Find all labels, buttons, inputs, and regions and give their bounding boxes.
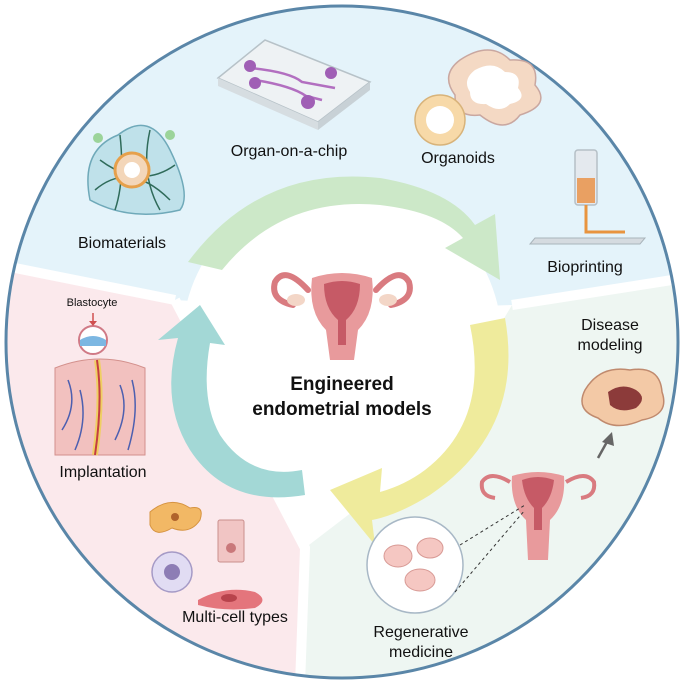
label-bioprinting: Bioprinting bbox=[547, 259, 623, 276]
biomaterials-illustration bbox=[87, 124, 185, 215]
label-blastocyte: Blastocyte bbox=[67, 297, 118, 309]
multi-cell-types-illustration bbox=[149, 501, 263, 610]
center-title-line2: endometrial models bbox=[252, 399, 432, 420]
uterus-center-illustration bbox=[271, 272, 413, 360]
organ-on-chip-illustration bbox=[216, 39, 372, 130]
label-disease-line1: Disease bbox=[581, 317, 639, 334]
label-disease-line2: modeling bbox=[578, 337, 643, 354]
outer-ring bbox=[4, 4, 680, 680]
arrow-green bbox=[188, 176, 500, 280]
implantation-illustration bbox=[54, 313, 146, 456]
arrow-teal bbox=[158, 305, 305, 498]
label-regen-line2: medicine bbox=[389, 644, 453, 661]
label-biomaterials: Biomaterials bbox=[78, 235, 166, 252]
bioprinting-illustration bbox=[528, 149, 647, 245]
panel-divider-right bbox=[511, 273, 678, 310]
label-multi-cell: Multi-cell types bbox=[182, 609, 288, 626]
organoids-illustration bbox=[414, 49, 542, 146]
disease-modeling-illustration bbox=[581, 368, 665, 459]
label-organ-on-chip: Organ-on-a-chip bbox=[231, 143, 348, 160]
center-title-line1: Engineered bbox=[290, 374, 393, 395]
panel-divider-left bbox=[6, 260, 176, 305]
arrow-yellow bbox=[330, 318, 509, 545]
label-regen-line1: Regenerative bbox=[373, 624, 468, 641]
label-organoids: Organoids bbox=[421, 150, 495, 167]
label-implantation: Implantation bbox=[59, 464, 146, 481]
regenerative-medicine-illustration bbox=[366, 472, 597, 614]
